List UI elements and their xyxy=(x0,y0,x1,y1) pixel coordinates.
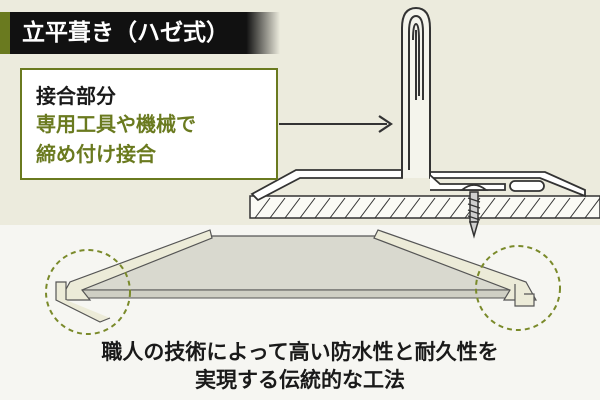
caption: 職人の技術によって高い防水性と耐久性を 実現する伝統的な工法 xyxy=(0,338,600,394)
screw xyxy=(459,184,489,239)
callout-arrow-head xyxy=(378,115,393,133)
fixing-clip xyxy=(429,174,545,192)
title-banner xyxy=(0,12,280,54)
left-joint-highlight xyxy=(45,249,131,335)
right-joint-highlight xyxy=(475,245,561,331)
callout-description-line2: 締め付け接合 xyxy=(36,142,156,166)
standing-seam xyxy=(401,6,431,178)
callout-description-line1: 専用工具や機械で xyxy=(36,112,196,136)
callout-box xyxy=(20,68,278,180)
callout-description: 専用工具や機械で 締め付け接合 xyxy=(36,109,271,169)
substrate-board xyxy=(249,195,600,219)
roof-panel xyxy=(55,229,538,323)
title-accent-bar xyxy=(0,12,10,54)
caption-line1: 職人の技術によって高い防水性と耐久性を xyxy=(101,340,499,364)
page-title: 立平葺き（ハゼ式） xyxy=(22,20,229,46)
caption-line2: 実現する伝統的な工法 xyxy=(195,368,405,392)
callout-label: 接合部分 xyxy=(36,84,116,108)
